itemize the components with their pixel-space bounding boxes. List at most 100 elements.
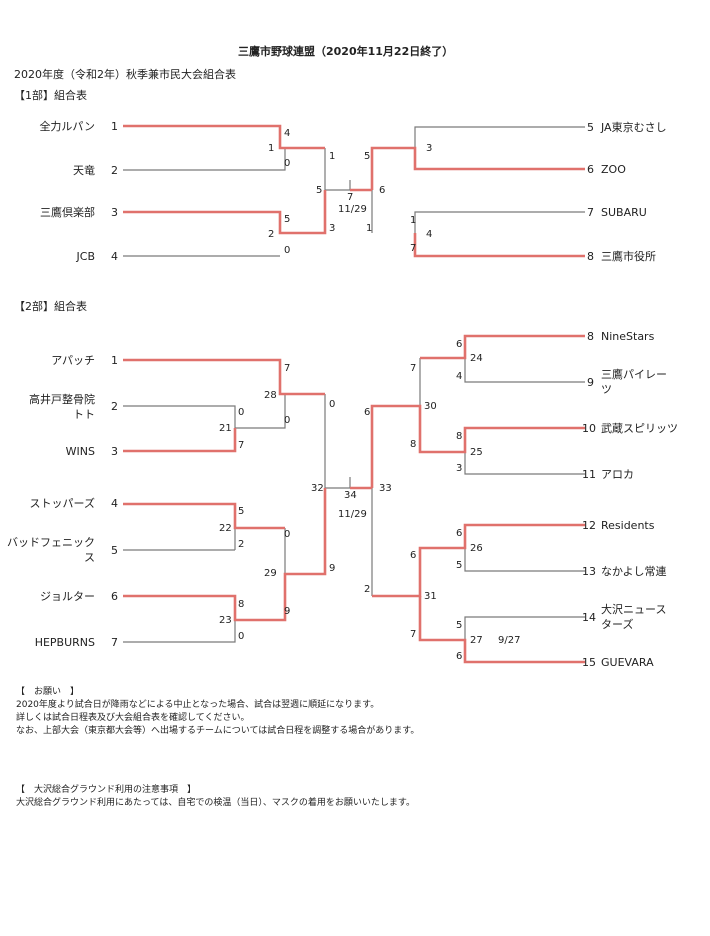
plain-lines <box>123 126 585 643</box>
d2-team-num: 5 <box>111 544 118 557</box>
d2-team-name-line2: トト <box>73 408 95 421</box>
d2-team-name: HEPBURNS <box>34 636 95 649</box>
score: 6 <box>456 339 463 350</box>
score: 7 <box>410 629 417 640</box>
d2-team-num: 2 <box>111 400 118 413</box>
d2-team-name-line2: ターズ <box>601 618 634 631</box>
d1-team-name: 全力ルパン <box>39 120 95 133</box>
score: 0 <box>284 415 291 426</box>
game-date: 9/27 <box>498 635 521 646</box>
score: 27 <box>470 635 483 646</box>
d1-win-team6 <box>370 146 585 190</box>
score: 24 <box>470 353 483 364</box>
request-line: 2020年度より試合日が降雨などによる中止となった場合、試合は翌週に順延になりま… <box>16 700 380 710</box>
score: 5 <box>284 214 291 225</box>
div1-label: 【1部】組合表 <box>14 89 87 102</box>
score: 25 <box>470 447 483 458</box>
score: 1 <box>268 143 275 154</box>
d1-team-num: 1 <box>111 120 118 133</box>
score: 2 <box>364 584 371 595</box>
score: 2 <box>268 229 275 240</box>
score: 5 <box>456 620 463 631</box>
d2-team-name-line1: 高井戸整骨院 <box>29 393 95 406</box>
d1-win-team3 <box>123 190 327 235</box>
score: 3 <box>426 143 433 154</box>
d2-team-name-line2: ツ <box>601 383 612 396</box>
d2-team-num: 9 <box>587 376 594 389</box>
score: 30 <box>424 401 437 412</box>
d2-win-team15 <box>418 596 585 664</box>
d2-team-num: 15 <box>582 656 596 669</box>
d2-team-num: 12 <box>582 519 596 532</box>
score: 28 <box>264 390 277 401</box>
score: 0 <box>284 245 291 256</box>
d1-team-num: 4 <box>111 250 118 263</box>
d1-team-num: 2 <box>111 164 118 177</box>
d2-team-name: ストッパーズ <box>29 497 95 510</box>
d1-line-team7 <box>414 211 585 233</box>
d1-team-num: 8 <box>587 250 594 263</box>
ground-line: 大沢総合グラウンド利用にあたっては、自宅での検温（当日）、マスクの着用をお願いい… <box>16 798 415 808</box>
d2-team-name: アロカ <box>601 468 634 481</box>
score: 7 <box>284 363 291 374</box>
score: 6 <box>364 407 371 418</box>
d2-team-num: 3 <box>111 445 118 458</box>
score: 1 <box>366 223 373 234</box>
d2-team-num: 14 <box>582 611 596 624</box>
d1-team-name: SUBARU <box>601 206 647 219</box>
score: 6 <box>410 550 417 561</box>
d2-team-name: NineStars <box>601 330 655 343</box>
d2-team-name: WINS <box>65 445 95 458</box>
d1-team-name: JCB <box>76 250 95 263</box>
d2-win-team4 <box>123 502 285 530</box>
score: 5 <box>238 506 245 517</box>
d2-team-num: 8 <box>587 330 594 343</box>
score: 1 <box>329 151 336 162</box>
d2-team-num: 4 <box>111 497 118 510</box>
d1-team-name: 三鷹市役所 <box>601 250 656 263</box>
score: 8 <box>410 439 417 450</box>
score: 31 <box>424 591 437 602</box>
score: 9 <box>284 606 291 617</box>
d2-win-team8 <box>420 334 585 360</box>
d1-team-name: JA東京むさし <box>601 121 667 134</box>
request-line: 詳しくは試合日程表及び大会組合表を確認してください。 <box>16 713 250 723</box>
score: 9 <box>329 563 336 574</box>
score: 7 <box>410 363 417 374</box>
d2-team-name: GUEVARA <box>601 656 654 669</box>
winner-lines <box>123 124 585 664</box>
score: 4 <box>456 371 463 382</box>
score: 7 <box>238 440 245 451</box>
d2-team-name: Residents <box>601 519 655 532</box>
score: 22 <box>219 523 232 534</box>
d1-team-num: 7 <box>587 206 594 219</box>
score: 5 <box>316 185 323 196</box>
score: 8 <box>238 599 245 610</box>
score: 23 <box>219 615 232 626</box>
d2-team-name: アパッチ <box>51 354 95 367</box>
page-subtitle: 2020年度（令和2年）秋季兼市民大会組合表 <box>14 68 236 81</box>
d2-line-team13 <box>464 548 585 572</box>
d2-team-num: 7 <box>111 636 118 649</box>
d2-line-team9 <box>464 358 585 383</box>
score: 3 <box>456 463 463 474</box>
d1-team-name: ZOO <box>601 163 626 176</box>
d2-win-team3 <box>123 428 237 453</box>
d2-team-num: 10 <box>582 422 596 435</box>
d2-line-team2 <box>123 405 236 428</box>
d2-team-name-line1: バッドフェニック <box>7 536 95 549</box>
d1-team-name: 三鷹倶楽部 <box>40 206 95 219</box>
score: 4 <box>426 229 433 240</box>
d2-team-name: 武蔵スピリッツ <box>601 422 678 435</box>
d1-line-team2 <box>123 148 286 171</box>
d2-win-team6 <box>123 488 327 622</box>
request-line: なお、上部大会（東京都大会等）へ出場するチームについては試合日程を調整する場合が… <box>16 726 420 736</box>
score: 32 <box>311 483 324 494</box>
score: 7 <box>347 192 354 203</box>
d2-win-team10 <box>370 404 585 488</box>
score: 6 <box>456 528 463 539</box>
score: 0 <box>284 158 291 169</box>
score: 34 <box>344 490 357 501</box>
d1-team-num: 5 <box>587 121 594 134</box>
score: 0 <box>284 529 291 540</box>
